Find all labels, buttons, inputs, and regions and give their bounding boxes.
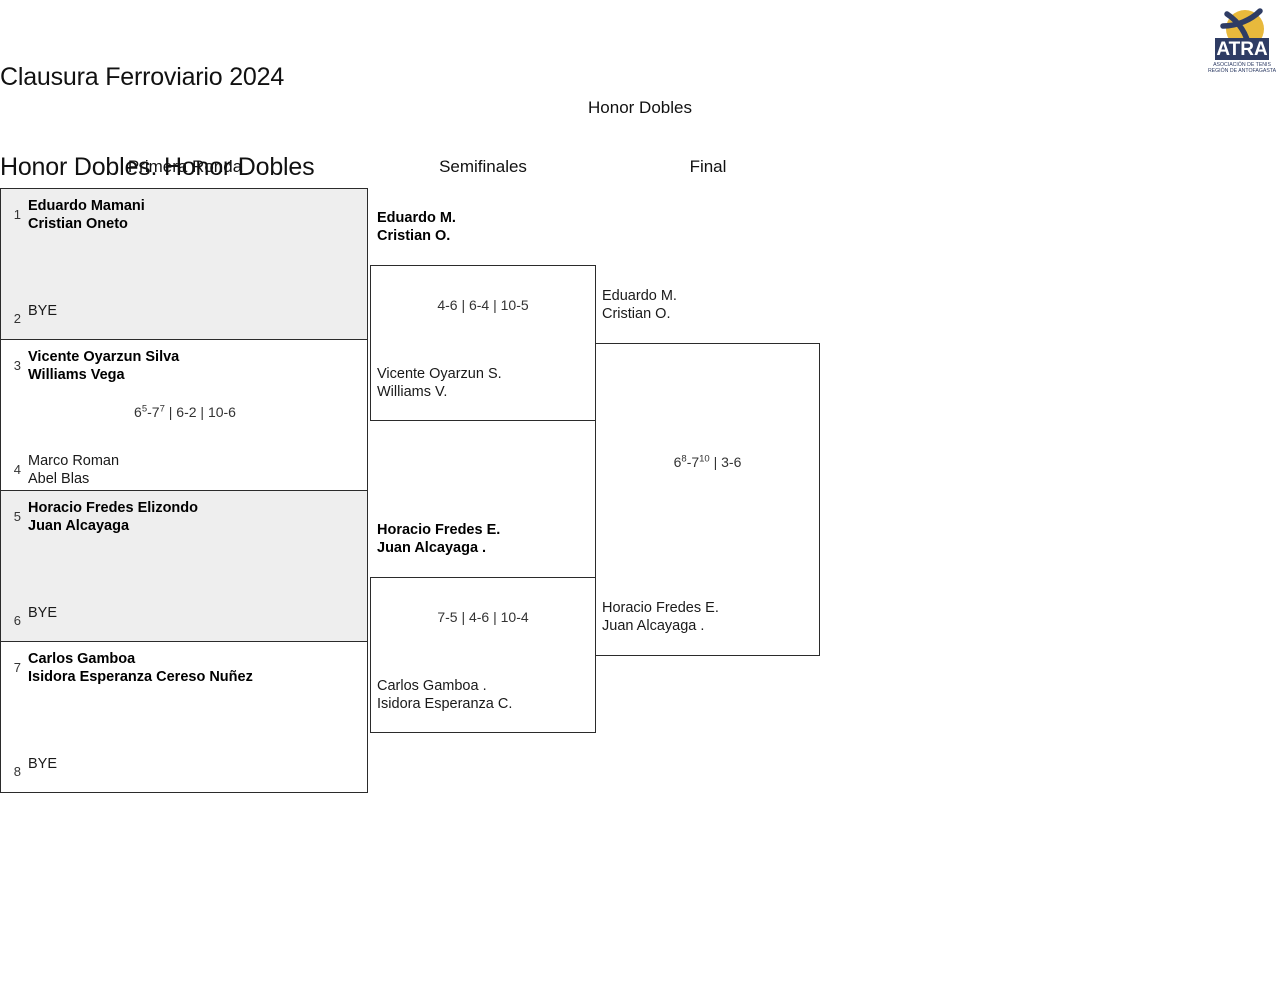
team-name: BYE: [28, 605, 58, 621]
final-connector: [595, 343, 820, 656]
round-header-semifinales: Semifinales: [439, 157, 527, 176]
svg-text:REGIÓN DE ANTOFAGASTA: REGIÓN DE ANTOFAGASTA: [1208, 67, 1277, 74]
bracket-match-r1-1[interactable]: 1 Eduardo Mamani Cristian Oneto 2 BYE: [0, 188, 368, 340]
team-name: BYE: [28, 303, 58, 319]
final-bottom-team: Horacio Fredes E. Juan Alcayaga .: [602, 600, 719, 634]
team-name: BYE: [28, 756, 58, 772]
semifinal-2-score: 7-5 | 4-6 | 10-4: [437, 609, 529, 625]
semifinal-1-top-team: Eduardo M. Cristian O.: [377, 210, 456, 244]
bracket-match-r1-4[interactable]: 7 Carlos Gamboa Isidora Esperanza Cereso…: [0, 641, 368, 793]
atra-wordmark: ATRA: [1215, 38, 1269, 60]
bracket-slot-seed-2[interactable]: 2 BYE: [1, 301, 369, 347]
seed-number: 3: [13, 358, 21, 373]
svg-text:ASOCIACIÓN DE TENIS: ASOCIACIÓN DE TENIS: [1213, 61, 1271, 68]
match-score: 65-77 | 6-2 | 10-6: [134, 403, 236, 420]
event-subtitle: Honor Dobles: [588, 98, 692, 117]
seed-number: 4: [13, 462, 21, 477]
seed-number: 1: [13, 207, 21, 222]
page-title: Clausura Ferroviario 2024 Honor Dobles. …: [0, 2, 315, 212]
title-line-2: Honor Dobles. Honor Dobles: [0, 153, 315, 181]
bracket-slot-seed-6[interactable]: 6 BYE: [1, 603, 369, 649]
atra-tagline: ASOCIACIÓN DE TENIS REGIÓN DE ANTOFAGAST…: [1208, 61, 1277, 74]
final-score: 68-710 | 3-6: [673, 453, 742, 470]
team-name: Horacio Fredes Elizondo Juan Alcayaga: [28, 500, 198, 534]
team-name: Vicente Oyarzun Silva Williams Vega: [28, 349, 180, 383]
team-name: Carlos Gamboa Isidora Esperanza Cereso N…: [28, 651, 253, 685]
seed-number: 6: [13, 613, 21, 628]
semifinal-1-bottom-team: Vicente Oyarzun S. Williams V.: [377, 366, 502, 400]
team-name: Eduardo Mamani Cristian Oneto: [28, 198, 145, 232]
bracket-match-r1-2[interactable]: 3 Vicente Oyarzun Silva Williams Vega 65…: [0, 339, 368, 491]
bracket-slot-seed-1[interactable]: 1 Eduardo Mamani Cristian Oneto: [1, 197, 369, 243]
round-header-final: Final: [689, 157, 727, 176]
team-name: Marco Roman Abel Blas: [28, 453, 120, 487]
round-header-primera-ronda: Primera Ronda: [127, 157, 243, 176]
seed-number: 2: [13, 311, 21, 326]
round-1-column: 1 Eduardo Mamani Cristian Oneto 2 BYE 3 …: [0, 188, 370, 793]
bracket-slot-seed-3[interactable]: 3 Vicente Oyarzun Silva Williams Vega: [1, 348, 369, 394]
semifinal-2-top-team: Horacio Fredes E. Juan Alcayaga .: [377, 522, 501, 556]
bracket-slot-seed-4[interactable]: 4 Marco Roman Abel Blas: [1, 452, 369, 498]
final-top-team: Eduardo M. Cristian O.: [602, 288, 677, 322]
svg-text:ATRA: ATRA: [1216, 39, 1268, 60]
bracket-slot-seed-7[interactable]: 7 Carlos Gamboa Isidora Esperanza Cereso…: [1, 650, 369, 696]
seed-number: 8: [13, 764, 21, 779]
bracket-slot-seed-8[interactable]: 8 BYE: [1, 754, 369, 800]
seed-number: 5: [13, 509, 21, 524]
semifinal-2-bottom-team: Carlos Gamboa . Isidora Esperanza C.: [377, 678, 513, 712]
bracket-slot-seed-5[interactable]: 5 Horacio Fredes Elizondo Juan Alcayaga: [1, 499, 369, 545]
seed-number: 7: [13, 660, 21, 675]
bracket-match-r1-3[interactable]: 5 Horacio Fredes Elizondo Juan Alcayaga …: [0, 490, 368, 642]
atra-logo: ATRA ASOCIACIÓN DE TENIS REGIÓN DE ANTOF…: [1203, 2, 1279, 78]
semifinal-1-score: 4-6 | 6-4 | 10-5: [437, 297, 529, 313]
title-line-1: Clausura Ferroviario 2024: [0, 63, 285, 91]
